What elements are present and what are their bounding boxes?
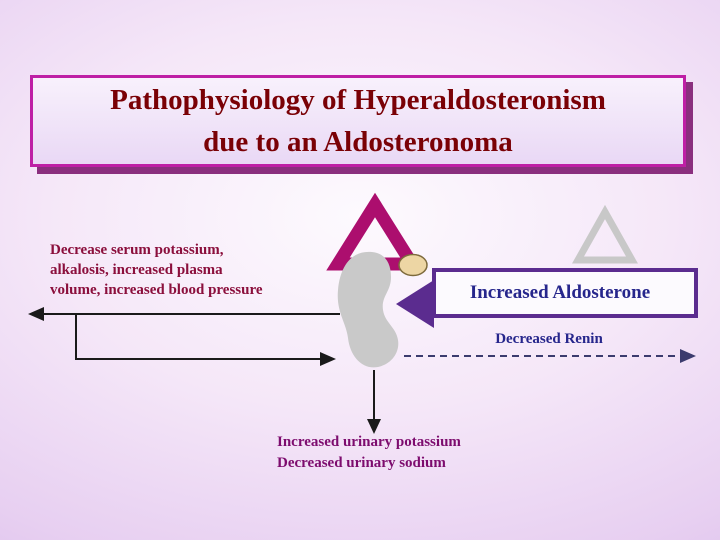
title-line-1: Pathophysiology of Hyperaldosteronism	[110, 84, 606, 116]
decreased-renin-label: Decreased Renin	[495, 331, 603, 347]
systemic-effects-arrowhead-icon	[28, 307, 44, 321]
feedback-loop-line	[75, 314, 322, 360]
aldosterone-arrow-body	[432, 268, 698, 318]
adenoma-oval	[398, 253, 428, 277]
urinary-effects-label: Increased urinary potassium Decreased ur…	[277, 434, 461, 471]
increased-aldosterone-label: Increased Aldosterone	[469, 282, 651, 303]
title-box: Pathophysiology of Hyperaldosteronism du…	[30, 75, 686, 167]
kidney-shape	[337, 251, 399, 368]
left-effects-label: Decrease serum potassium, alkalosis, inc…	[50, 242, 263, 298]
urinary-down-arrowhead-icon	[367, 419, 381, 434]
renin-arrowhead-icon	[680, 349, 696, 363]
ghost-adrenal-triangle	[572, 204, 638, 264]
feedback-loop-arrowhead-icon	[320, 352, 336, 366]
title-line-2: due to an Aldosteronoma	[203, 126, 513, 158]
aldosterone-arrowhead-icon	[396, 280, 434, 328]
